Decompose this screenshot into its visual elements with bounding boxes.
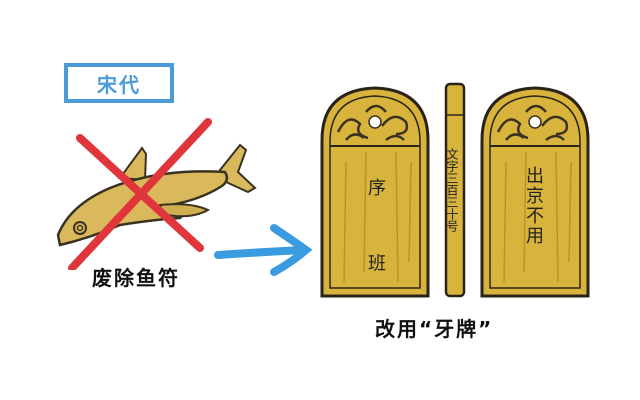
- tablet-side: [444, 82, 466, 298]
- left-caption: 废除鱼符: [92, 266, 180, 290]
- right-caption: 改用“牙牌”: [375, 317, 494, 341]
- tablet-back-text: 出京不用: [523, 166, 544, 246]
- tablet-front-text: 序 班: [365, 178, 386, 298]
- tablet-front: [320, 86, 430, 298]
- era-badge: 宋代: [64, 63, 174, 103]
- tablet-side-text: 文字三百三十号: [445, 148, 459, 232]
- arrow-right-icon: [214, 224, 312, 276]
- tablet-back: [480, 86, 590, 298]
- era-label: 宋代: [97, 72, 141, 97]
- fish-tally-icon: [56, 118, 257, 270]
